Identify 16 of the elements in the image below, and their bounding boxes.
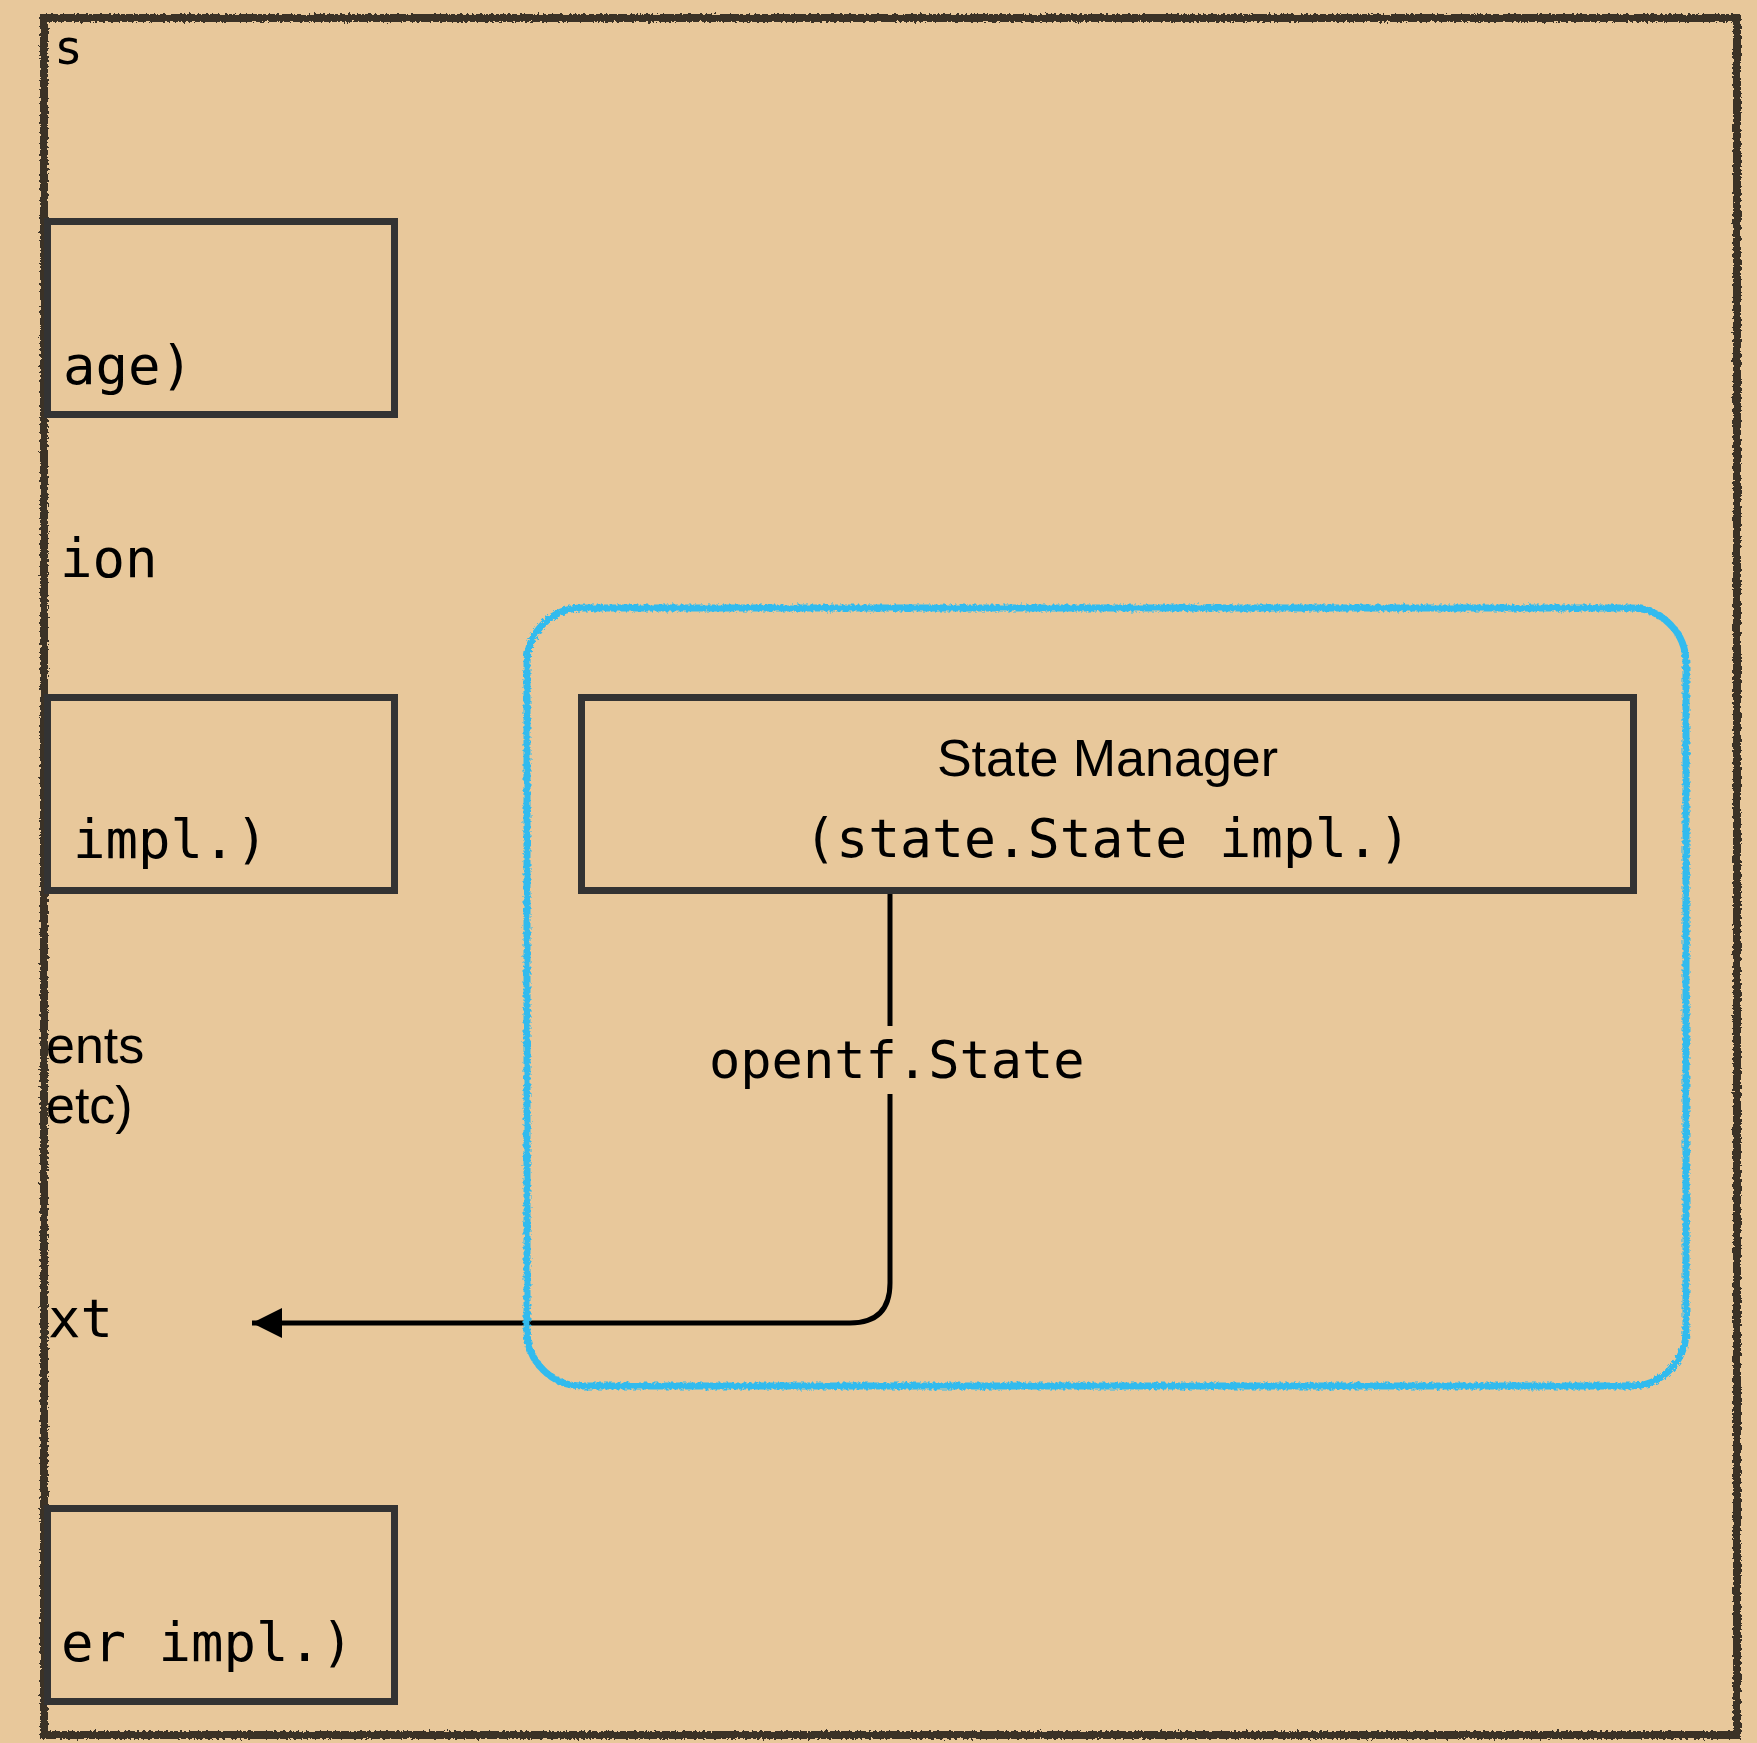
frame-title: s xyxy=(54,20,83,76)
process-box xyxy=(44,694,398,894)
text-label: ion xyxy=(60,528,158,591)
box-text: State Manager xyxy=(935,729,1280,789)
node-text: xt xyxy=(48,1288,252,1358)
text-label: ents etc) xyxy=(46,1016,146,1136)
sketch-frame xyxy=(40,14,1741,1739)
box-text: (state.State impl.) xyxy=(803,809,1412,870)
arrow xyxy=(252,894,893,1338)
box-text: impl.) xyxy=(73,809,269,872)
process-box xyxy=(44,218,398,418)
process-box xyxy=(44,1505,398,1705)
process-box xyxy=(578,694,1637,894)
box-text: age) xyxy=(63,335,194,398)
box-text: er impl.) xyxy=(61,1612,354,1675)
group-boundary xyxy=(523,604,1690,1390)
